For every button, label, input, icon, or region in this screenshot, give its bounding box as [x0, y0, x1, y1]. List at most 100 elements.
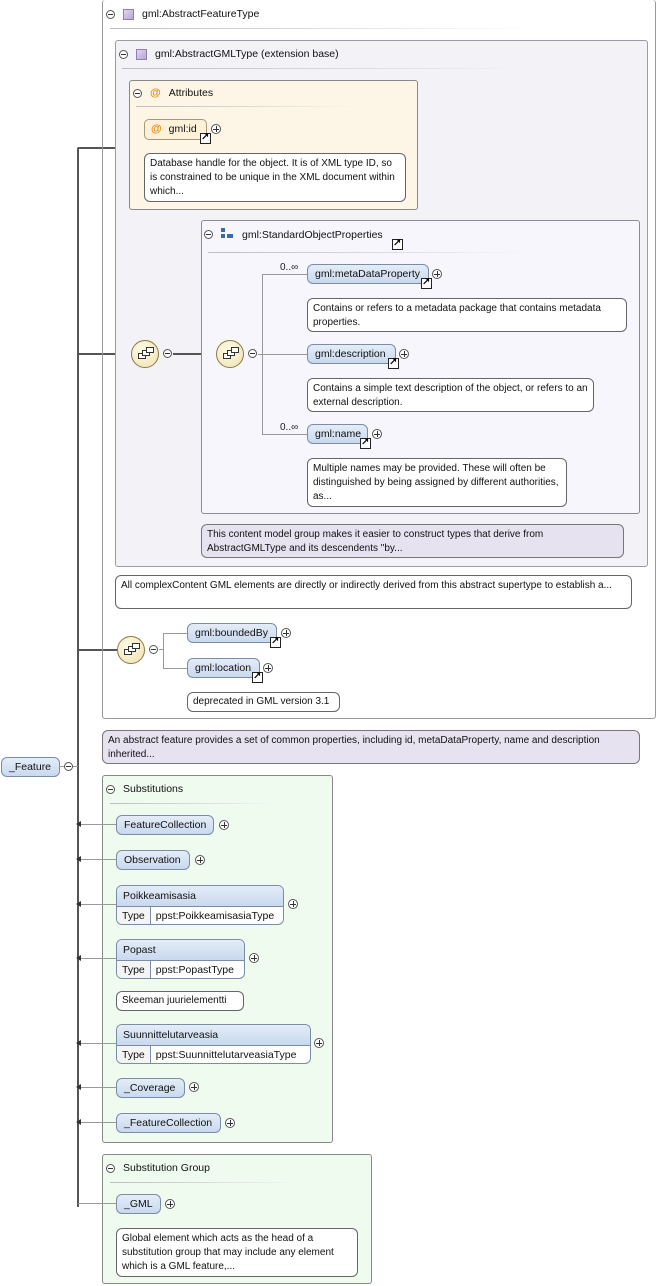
reference-arrow-icon [421, 276, 432, 290]
expand-icon[interactable] [314, 1038, 324, 1048]
branch-line [262, 434, 307, 435]
element-label: gml:metaDataProperty [315, 268, 421, 280]
poikkeamisasia-element[interactable]: Poikkeamisasia Type ppst:PoikkeamisasiaT… [116, 885, 284, 925]
complex-type-icon [136, 48, 147, 60]
expand-icon[interactable] [288, 899, 298, 909]
complex-type-icon [123, 8, 134, 20]
multiplicity-label: 0..∞ [280, 422, 299, 433]
attribute-icon: @ [151, 123, 162, 135]
type-key: Type [117, 1046, 151, 1063]
sequence-compositor-icon[interactable] [216, 340, 244, 368]
attributes-title: Attributes [168, 87, 214, 99]
branch-line [262, 274, 307, 275]
expand-icon[interactable] [195, 855, 205, 865]
substitution-line [79, 1122, 116, 1123]
expand-icon[interactable] [225, 1118, 235, 1128]
collapse-toggle[interactable] [248, 349, 257, 358]
expand-icon[interactable] [165, 1199, 175, 1209]
header-divider [110, 28, 530, 29]
arrow-left-icon [76, 901, 81, 907]
feature-collection-abstract-element[interactable]: _FeatureCollection [116, 1113, 221, 1133]
arrow-left-icon [76, 955, 81, 961]
branch-line [163, 633, 187, 634]
expand-icon[interactable] [432, 269, 442, 279]
metadata-property-doc: Contains or refers to a metadata package… [307, 298, 627, 332]
popast-element[interactable]: Popast Type ppst:PopastType [116, 939, 245, 979]
type-row: Type ppst:PoikkeamisasiaType [117, 907, 283, 924]
collapse-toggle[interactable] [163, 349, 172, 358]
metadata-property-element[interactable]: gml:metaDataProperty [307, 264, 429, 284]
collapse-toggle[interactable] [149, 645, 158, 654]
abstract-feature-type-doc: An abstract feature provides a set of co… [102, 730, 640, 764]
type-value: ppst:PoikkeamisasiaType [155, 910, 275, 922]
expand-icon[interactable] [399, 349, 409, 359]
suunnittelutarveasia-element[interactable]: Suunnittelutarveasia Type ppst:Suunnitte… [116, 1024, 311, 1064]
location-element[interactable]: gml:location [187, 658, 260, 678]
root-label: _Feature [9, 761, 52, 773]
feature-root-element[interactable]: _Feature [1, 757, 60, 777]
name-element[interactable]: gml:name [307, 424, 368, 444]
element-label: Popast [117, 940, 244, 961]
gml-id-doc: Database handle for the object. It is of… [144, 153, 406, 202]
name-doc: Multiple names may be provided. These wi… [307, 458, 567, 507]
coverage-element[interactable]: _Coverage [116, 1078, 185, 1098]
abstract-feature-type-frame [102, 0, 656, 719]
expand-icon[interactable] [281, 628, 291, 638]
abstract-gml-type-header: gml:AbstractGMLType (extension base) [119, 48, 339, 60]
element-label: Poikkeamisasia [117, 886, 283, 907]
observation-element[interactable]: Observation [116, 850, 190, 870]
group-icon [221, 228, 234, 241]
branch-line [163, 633, 164, 668]
abstract-feature-type-header: gml:AbstractFeatureType [106, 8, 259, 20]
standard-object-properties-header: gml:StandardObjectProperties [204, 228, 383, 241]
seq1-to-seq2-line [173, 353, 216, 355]
substitution-group-title: Substitution Group [123, 1162, 210, 1174]
collapse-toggle[interactable] [106, 784, 115, 794]
collapse-toggle[interactable] [106, 9, 115, 19]
gml-group-doc: Global element which acts as the head of… [116, 1228, 358, 1277]
feature-collection-element[interactable]: FeatureCollection [116, 815, 214, 835]
element-label: Suunnittelutarveasia [117, 1025, 310, 1046]
standard-object-properties-label: gml:StandardObjectProperties [242, 228, 383, 241]
element-label: FeatureCollection [124, 819, 207, 831]
collapse-toggle[interactable] [106, 1163, 115, 1173]
expand-icon[interactable] [211, 124, 221, 134]
arrow-left-icon [76, 1040, 81, 1046]
collapse-toggle[interactable] [119, 49, 128, 59]
substitutions-title: Substitutions [123, 783, 184, 795]
collapse-toggle[interactable] [204, 230, 213, 239]
header-divider [110, 1182, 300, 1183]
collapse-toggle[interactable] [64, 762, 73, 771]
expand-icon[interactable] [372, 429, 382, 439]
reference-arrow-icon [252, 670, 263, 684]
type-row: Type ppst:PopastType [117, 961, 244, 978]
type-key: Type [117, 907, 151, 924]
expand-icon[interactable] [219, 820, 229, 830]
attributes-header: @ Attributes [133, 87, 213, 99]
popast-doc: Skeeman juurielementti [116, 991, 244, 1011]
reference-arrow-icon [392, 237, 403, 251]
collapse-toggle[interactable] [133, 88, 142, 98]
gml-id-label: gml:id [168, 123, 197, 135]
abstract-gml-type-doc: All complexContent GML elements are dire… [115, 575, 632, 609]
substitution-group-line [78, 1203, 116, 1204]
header-divider [110, 803, 280, 804]
gml-group-head-element[interactable]: _GML [116, 1194, 161, 1214]
description-element[interactable]: gml:description [307, 344, 396, 364]
expand-icon[interactable] [249, 953, 259, 963]
element-label: Observation [124, 854, 181, 866]
sequence-compositor-icon[interactable] [117, 636, 145, 664]
element-label: _GML [124, 1198, 153, 1210]
sequence-compositor-icon[interactable] [131, 340, 159, 368]
header-divider [122, 68, 522, 69]
bounded-by-element[interactable]: gml:boundedBy [187, 623, 277, 643]
gml-id-attribute[interactable]: @ gml:id [144, 119, 207, 140]
expand-icon[interactable] [189, 1082, 199, 1092]
standard-object-properties-doc: This content model group makes it easier… [201, 524, 624, 558]
substitution-line [79, 824, 116, 825]
expand-icon[interactable] [263, 663, 273, 673]
element-label: _Coverage [124, 1082, 176, 1094]
branch-line [163, 668, 187, 669]
header-divider [208, 252, 528, 253]
element-label: _FeatureCollection [124, 1117, 213, 1129]
